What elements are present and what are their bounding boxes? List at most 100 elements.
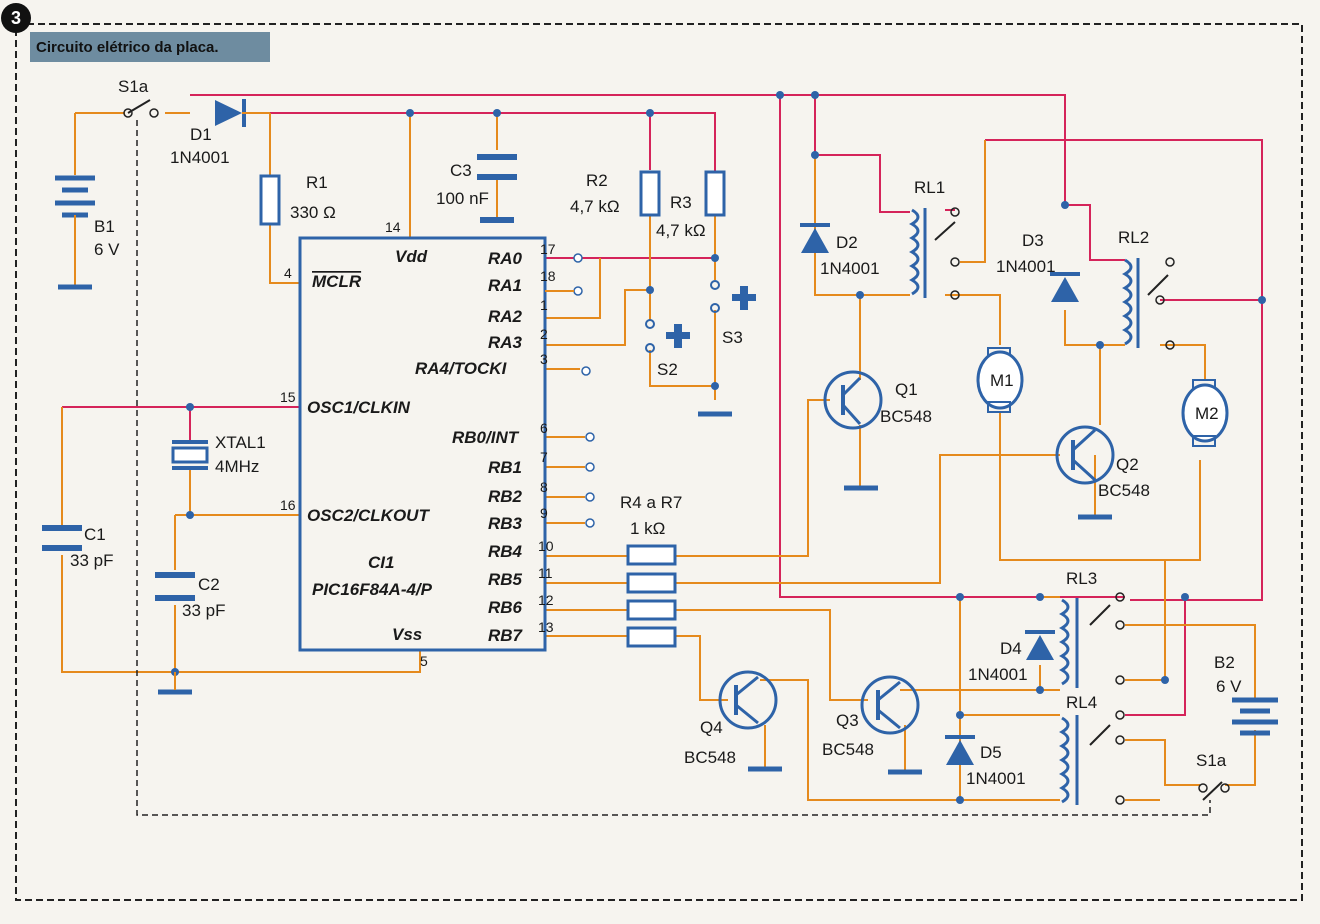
- diode-d2: [800, 223, 830, 253]
- label-c3-value: 100 nF: [436, 189, 489, 208]
- ic-labels: Vdd 14 MCLR 4 OSC1/CLKIN 15 OSC2/CLKOUT …: [280, 219, 556, 669]
- resistor-r1: [259, 174, 281, 226]
- svg-text:Circuito elétrico da placa.: Circuito elétrico da placa.: [36, 39, 219, 56]
- pin-rb3-num: 9: [540, 505, 548, 521]
- capacitor-c2: [155, 572, 195, 601]
- ic-name: CI1: [368, 553, 394, 572]
- pin-rb6-name: RB6: [488, 598, 523, 617]
- pin-terminals: [573, 253, 595, 528]
- label-b2: B2: [1214, 653, 1235, 672]
- capacitor-c1: [42, 525, 82, 551]
- diode-d5: [945, 735, 975, 765]
- label-d2: D2: [836, 233, 858, 252]
- pin-rb7-num: 13: [538, 619, 554, 635]
- pin-ra2-num: 1: [540, 297, 548, 313]
- pin-rb2-name: RB2: [488, 487, 523, 506]
- label-r4-r7: R4 a R7: [620, 493, 682, 512]
- pin-rb5-name: RB5: [488, 570, 523, 589]
- label-rl3: RL3: [1066, 569, 1097, 588]
- diode-d1: [215, 99, 270, 127]
- pin-rb4-name: RB4: [488, 542, 523, 561]
- label-q4: Q4: [700, 718, 723, 737]
- transistor-q3: [860, 675, 922, 775]
- frame-border: [15, 23, 1303, 901]
- pin-vdd-name: Vdd: [395, 247, 428, 266]
- label-q1: Q1: [895, 380, 918, 399]
- label-d3-part: 1N4001: [996, 257, 1056, 276]
- pin-osc1-num: 15: [280, 389, 296, 405]
- battery-b1: [55, 175, 95, 290]
- label-q4-part: BC548: [684, 748, 736, 767]
- label-s1a-bottom: S1a: [1196, 751, 1227, 770]
- label-d5: D5: [980, 743, 1002, 762]
- signal-wires: [61, 112, 1256, 801]
- pin-ra2-name: RA2: [488, 307, 523, 326]
- label-d1-part: 1N4001: [170, 148, 230, 167]
- label-d2-part: 1N4001: [820, 259, 880, 278]
- motor-m1: [976, 347, 1024, 413]
- label-q3: Q3: [836, 711, 859, 730]
- label-xtal-value: 4MHz: [215, 457, 259, 476]
- relay-rl2: [1122, 257, 1175, 350]
- label-d5-part: 1N4001: [966, 769, 1026, 788]
- diode-d4: [1025, 630, 1055, 660]
- pin-ra4-num: 3: [540, 351, 548, 367]
- figure-number-badge: 3: [1, 3, 31, 33]
- resistor-r2: [639, 170, 661, 217]
- label-s1a-top: S1a: [118, 77, 149, 96]
- pin-ra3-num: 2: [540, 326, 548, 342]
- pin-osc2-name: OSC2/CLKOUT: [307, 506, 430, 525]
- label-b1-value: 6 V: [94, 240, 120, 259]
- label-rl2: RL2: [1118, 228, 1149, 247]
- pin-osc2-num: 16: [280, 497, 296, 513]
- label-d3: D3: [1022, 231, 1044, 250]
- pin-rb4-num: 10: [538, 538, 554, 554]
- pin-rb0-name: RB0/INT: [452, 428, 520, 447]
- label-r2: R2: [586, 171, 608, 190]
- relay-rl1: [909, 207, 960, 300]
- label-rl4: RL4: [1066, 693, 1097, 712]
- label-xtal: XTAL1: [215, 433, 266, 452]
- label-q1-part: BC548: [880, 407, 932, 426]
- junction-dots: [171, 91, 1266, 804]
- pin-mclr-name: MCLR: [312, 272, 362, 291]
- relay-rl3: [1059, 592, 1125, 688]
- label-q2: Q2: [1116, 455, 1139, 474]
- pin-ra4-name: RA4/TOCKI: [415, 359, 508, 378]
- label-m2: M2: [1195, 404, 1219, 423]
- figure-title: Circuito elétrico da placa.: [30, 32, 270, 62]
- label-c1-value: 33 pF: [70, 551, 113, 570]
- label-r1: R1: [306, 173, 328, 192]
- pin-ra0-num: 17: [540, 241, 556, 257]
- pin-ra1-name: RA1: [488, 276, 522, 295]
- ic-part: PIC16F84A-4/P: [312, 580, 433, 599]
- label-r1-value: 330 Ω: [290, 203, 336, 222]
- label-c2: C2: [198, 575, 220, 594]
- label-d4: D4: [1000, 639, 1022, 658]
- label-q2-part: BC548: [1098, 481, 1150, 500]
- label-r3-value: 4,7 kΩ: [656, 221, 706, 240]
- resistors-r4-r7: [626, 544, 677, 648]
- pin-rb6-num: 12: [538, 592, 554, 608]
- supply-wires: [62, 94, 1263, 716]
- label-b2-value: 6 V: [1216, 677, 1242, 696]
- pin-ra3-name: RA3: [488, 333, 523, 352]
- label-m1: M1: [990, 371, 1014, 390]
- pin-rb1-name: RB1: [488, 458, 522, 477]
- ic-pic16f84a: [298, 236, 547, 652]
- transistor-q4: [718, 670, 782, 772]
- pushbutton-s3: [710, 280, 756, 313]
- label-r4-r7-value: 1 kΩ: [630, 519, 665, 538]
- component-labels: S1a D1 1N4001 B1 6 V R1 330 Ω C3 100 nF …: [70, 77, 1242, 788]
- diode-d3: [1050, 272, 1080, 302]
- svg-text:3: 3: [11, 8, 21, 28]
- crystal-xtal1: [171, 440, 209, 480]
- label-c3: C3: [450, 161, 472, 180]
- label-b1: B1: [94, 217, 115, 236]
- label-s3: S3: [722, 328, 743, 347]
- pin-vss-num: 5: [420, 653, 428, 669]
- transistor-q2: [1055, 425, 1115, 520]
- label-r2-value: 4,7 kΩ: [570, 197, 620, 216]
